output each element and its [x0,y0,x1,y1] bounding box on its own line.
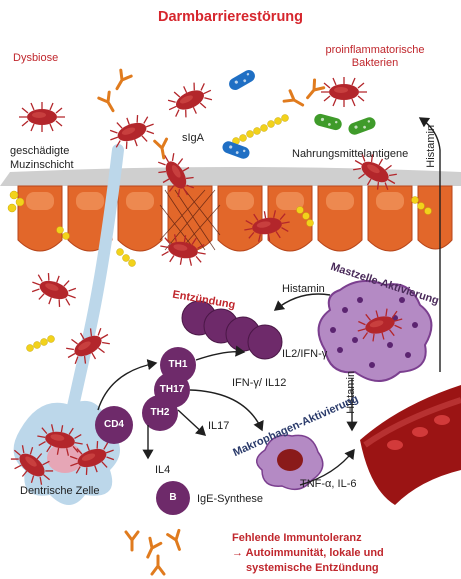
label-il17: IL17 [208,420,230,432]
label-muzin-line2: Muzinschicht [10,159,74,171]
macrophage [256,434,324,491]
label-siga: sIgA [182,132,205,144]
arrows [97,117,441,486]
label-proinflammatorische-line1: proinflammatorische [325,44,425,56]
label-histamin-right: Histamin [425,124,438,168]
footer-line3: systemische Entzündung [246,562,379,574]
mucus-beads [7,114,432,352]
label-il4: IL4 [155,464,171,476]
label-nahrungsmittelantigene: Nahrungsmittelantigene [292,148,409,160]
cell-th2: TH2 [150,407,170,418]
label-ifn-il12: IFN-γ/ IL12 [232,377,287,389]
footer-line2: → Autoimmunität, lokale und [232,547,384,559]
cell-b: B [169,492,177,503]
label-tnf-il6: TNF-α, IL-6 [300,478,357,490]
label-histamin-mid: Histamin [282,283,325,295]
label-proinflammatorische-line2: Bakterien [351,57,399,69]
cell-cd4: CD4 [103,419,124,430]
label-ige-synthese: IgE-Synthese [197,493,264,505]
mast-cell [317,280,433,382]
inflammation-cells [181,300,283,360]
footer-line1: Fehlende Immuntoleranz [232,532,362,544]
label-dentritische-zelle: Dentrische Zelle [20,485,100,497]
label-muzin-line1: geschädigte [10,145,70,157]
diagram-title: Darmbarrierestörung [157,9,304,25]
cell-th1: TH1 [168,359,188,370]
villi-layer [0,167,461,252]
blood-vessel [360,385,461,505]
cell-th17: TH17 [159,384,185,395]
label-dysbiose: Dysbiose [13,52,59,64]
label-il2-ifn: IL2/IFN-γ [282,348,328,360]
t-cells [95,347,196,515]
